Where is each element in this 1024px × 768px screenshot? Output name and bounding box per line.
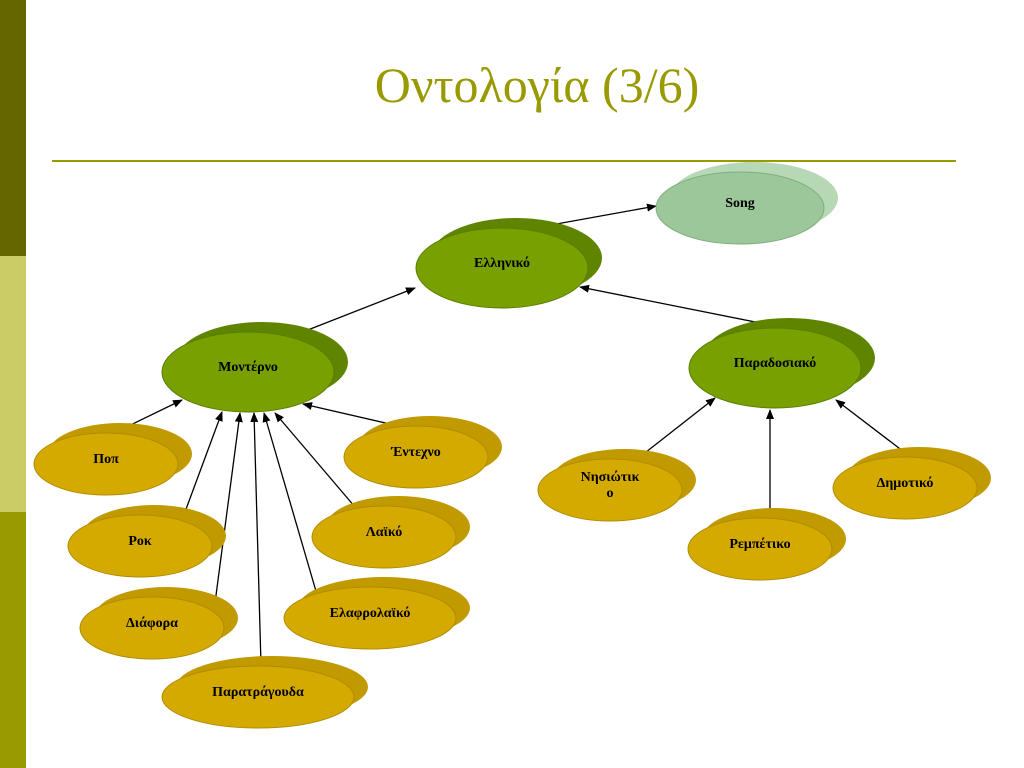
- edge-dimotiko-to-paradosiako: [835, 399, 909, 456]
- node-elliniko-body: [415, 227, 589, 309]
- node-dimotiko-label: Δημοτικό: [877, 476, 934, 491]
- node-dimotiko-body: [832, 456, 978, 520]
- node-elafrolaiko: Ελαφρολαϊκό: [283, 577, 470, 650]
- node-laiko: Λαϊκό: [311, 496, 470, 569]
- node-rempetiko-body: [687, 517, 833, 581]
- node-elliniko-label: Ελληνικό: [474, 256, 530, 271]
- node-moderno-label: Μοντέρνο: [218, 360, 278, 375]
- node-laiko-label: Λαϊκό: [366, 525, 403, 540]
- slide-title: Οντολογία (3/6): [374, 57, 700, 113]
- node-diafora-label: Διάφορα: [126, 616, 178, 631]
- node-moderno-body: [161, 331, 335, 413]
- edge-diafora-to-moderno: [214, 412, 243, 604]
- node-laiko-body: [311, 505, 457, 569]
- node-elafrolaiko-label: Ελαφρολαϊκό: [330, 606, 411, 621]
- side-bar-bottom: [0, 512, 26, 768]
- side-bar-top: [0, 0, 26, 256]
- edge-paradosiako-to-elliniko: [579, 284, 771, 326]
- node-pop-label: Ποπ: [93, 452, 119, 467]
- node-song-body: [655, 171, 825, 245]
- node-rempetiko: Ρεμπέτικο: [687, 508, 846, 581]
- side-bar-middle: [0, 256, 26, 512]
- node-nisiotiko-body: [537, 458, 683, 522]
- edge-rok-to-moderno: [181, 411, 223, 521]
- node-nisiotiko-label: Νησιώτικ: [581, 470, 640, 485]
- node-elafrolaiko-body: [283, 586, 457, 650]
- node-song: Song: [655, 162, 838, 245]
- node-paratragouda: Παρατράγουδα: [161, 656, 368, 729]
- edge-elafrolaiko-to-moderno: [262, 412, 319, 599]
- node-entexno-body: [343, 425, 489, 489]
- edge-laiko-to-moderno: [274, 412, 356, 508]
- edge-moderno-to-elliniko: [294, 287, 416, 336]
- node-rok-body: [67, 514, 213, 578]
- node-diafora: Διάφορα: [79, 587, 238, 660]
- node-entexno-label: Έντεχνο: [390, 445, 441, 460]
- node-nisiotiko-label: ο: [607, 486, 614, 501]
- title-underline: [52, 160, 956, 162]
- node-rok-label: Ροκ: [128, 534, 152, 549]
- node-rok: Ροκ: [67, 505, 226, 578]
- node-paratragouda-body: [161, 665, 355, 729]
- node-elliniko: Ελληνικό: [415, 218, 602, 309]
- node-dimotiko: Δημοτικό: [832, 447, 991, 520]
- node-paradosiako-body: [688, 327, 862, 409]
- node-rempetiko-label: Ρεμπέτικο: [729, 537, 790, 552]
- node-diafora-body: [79, 596, 225, 660]
- node-paradosiako: Παραδοσιακό: [688, 318, 875, 409]
- node-song-label: Song: [725, 196, 755, 211]
- node-pop-body: [33, 432, 179, 496]
- node-entexno: Έντεχνο: [343, 416, 502, 489]
- node-paradosiako-label: Παραδοσιακό: [734, 356, 816, 371]
- edge-entexno-to-moderno: [302, 402, 391, 425]
- node-paratragouda-label: Παρατράγουδα: [212, 685, 304, 700]
- node-moderno: Μοντέρνο: [161, 322, 348, 413]
- edge-paratragouda-to-moderno: [250, 412, 262, 666]
- node-pop: Ποπ: [33, 423, 192, 496]
